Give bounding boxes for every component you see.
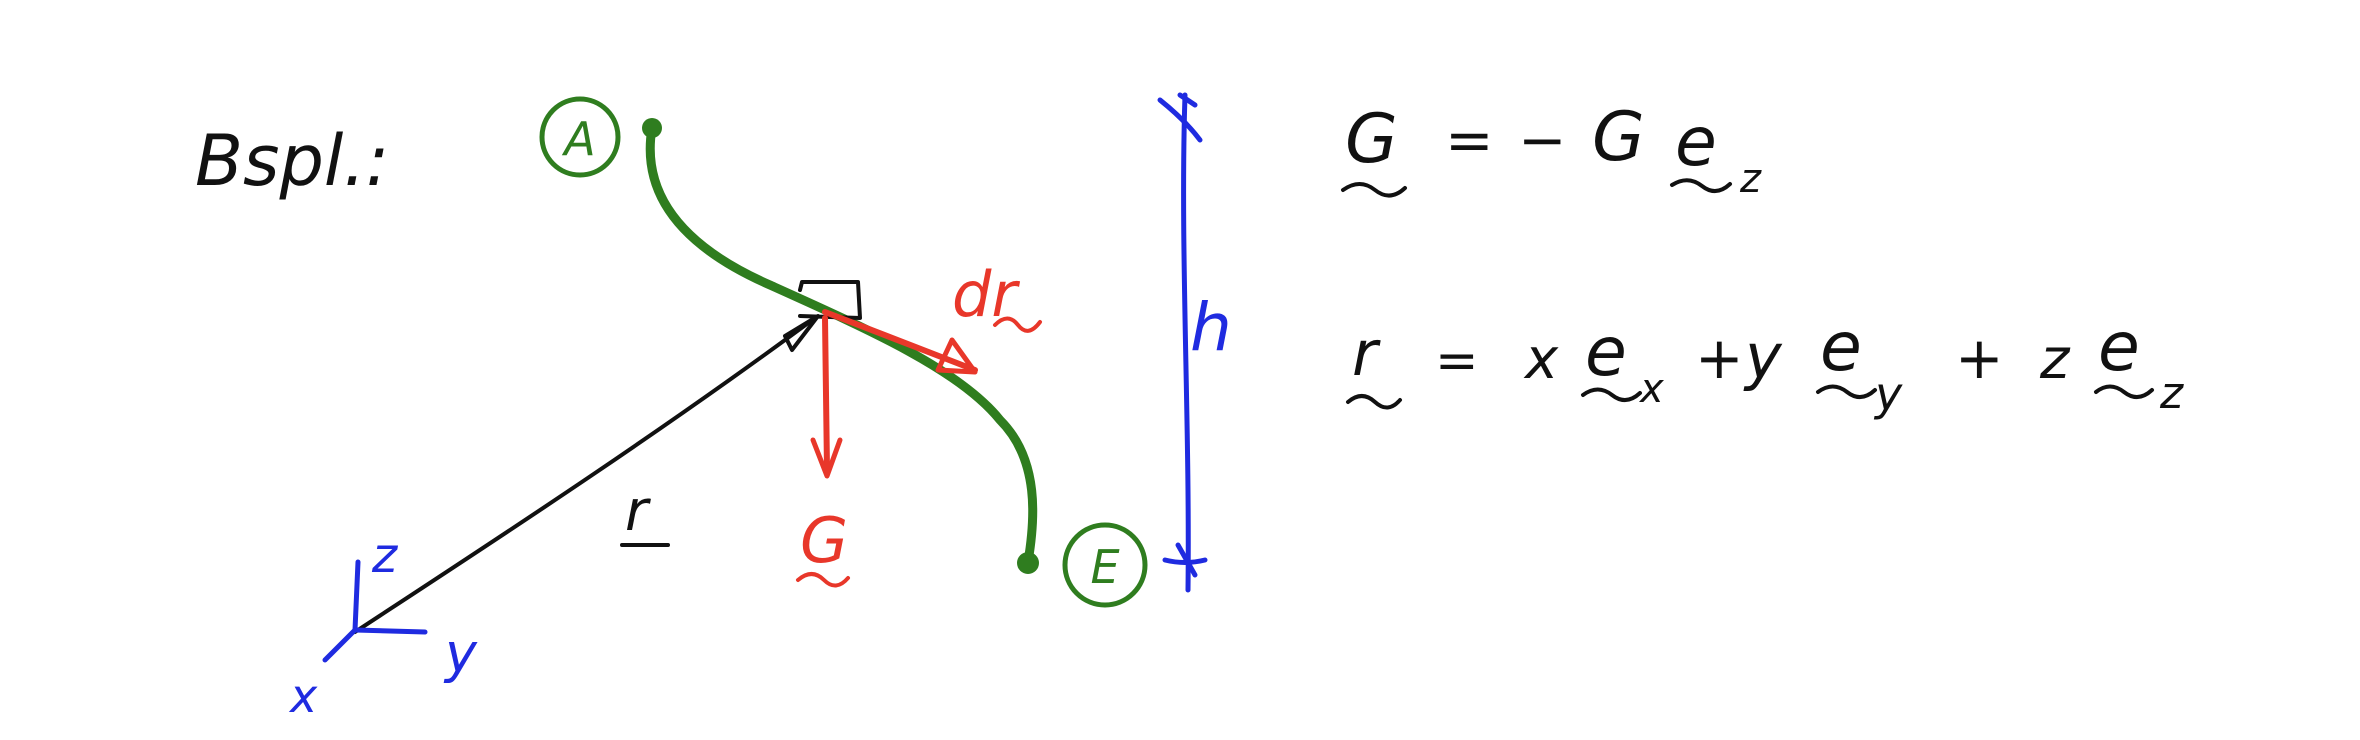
path-start-dot bbox=[642, 118, 662, 138]
eq1-vector: e bbox=[1675, 103, 1717, 182]
eq2-t2-tilde bbox=[1816, 384, 1877, 399]
eq2-t2-vector: e bbox=[1820, 308, 1862, 387]
position-vector-line bbox=[353, 316, 817, 634]
eq1-scalar: G bbox=[1592, 98, 1645, 177]
eq2-t3-vector: e bbox=[2098, 308, 2140, 387]
height-dimension-line bbox=[1181, 92, 1191, 593]
eq2-plus2: + bbox=[1955, 324, 2004, 392]
eq1-vector-tilde bbox=[1670, 178, 1732, 193]
z-axis-line bbox=[352, 559, 361, 633]
weight-tilde bbox=[796, 572, 850, 588]
height-label: h bbox=[1190, 289, 1232, 366]
eq1-lhs: G bbox=[1345, 100, 1398, 179]
position-vector-arrowhead bbox=[783, 314, 820, 352]
eq2-t3-scalar: z bbox=[2039, 327, 2071, 392]
example-label: Bspl.: bbox=[195, 120, 389, 202]
eq2-lhs: r bbox=[1352, 317, 1381, 390]
x-axis-label: x bbox=[288, 669, 318, 723]
y-axis-line bbox=[352, 627, 428, 635]
eq1-index: z bbox=[1739, 156, 1762, 202]
point-e-label: E bbox=[1090, 540, 1119, 594]
eq2-t2-index: y bbox=[1873, 367, 1903, 421]
equation-position: r = x e x + y e y + z e z bbox=[1346, 308, 2184, 421]
path-end-dot bbox=[1017, 552, 1039, 574]
x-axis-line bbox=[322, 627, 358, 663]
eq2-t1-vector: e bbox=[1585, 313, 1627, 392]
eq2-t3-tilde bbox=[2094, 384, 2154, 399]
weight-label: G bbox=[800, 504, 848, 577]
point-a-circle bbox=[539, 96, 621, 178]
point-a-label: A bbox=[561, 112, 595, 166]
y-axis-label: y bbox=[443, 622, 478, 685]
point-e-circle bbox=[1062, 522, 1148, 608]
displacement-tilde bbox=[993, 316, 1042, 333]
eq2-lhs-tilde bbox=[1346, 394, 1402, 410]
eq2-t1-index: x bbox=[1638, 366, 1664, 412]
displacement-vector-arrowhead bbox=[935, 337, 978, 375]
weight-vector-line bbox=[822, 315, 830, 473]
equation-weight: G = − G e z bbox=[1341, 98, 1762, 202]
displacement-vector-line bbox=[822, 309, 978, 373]
eq2-t2-scalar: y bbox=[1743, 320, 1783, 393]
eq2-t1-scalar: x bbox=[1523, 327, 1559, 392]
eq2-plus1: + bbox=[1695, 324, 1744, 392]
coordinate-axes: z y x bbox=[288, 528, 478, 723]
height-top-tick bbox=[1157, 92, 1203, 143]
path-curve bbox=[645, 123, 1038, 567]
position-vector-label: r bbox=[625, 479, 651, 544]
height-bottom-tick bbox=[1162, 542, 1208, 578]
eq2-t1-tilde bbox=[1581, 387, 1642, 402]
weight-vector-arrowhead bbox=[810, 437, 843, 479]
eq2-t3-index: z bbox=[2159, 368, 2184, 419]
eq1-equals: = bbox=[1445, 106, 1494, 174]
eq1-lhs-tilde bbox=[1341, 182, 1407, 198]
eq2-equals: = bbox=[1435, 331, 1479, 391]
eq1-sign: − bbox=[1518, 106, 1567, 174]
z-axis-label: z bbox=[371, 528, 399, 584]
